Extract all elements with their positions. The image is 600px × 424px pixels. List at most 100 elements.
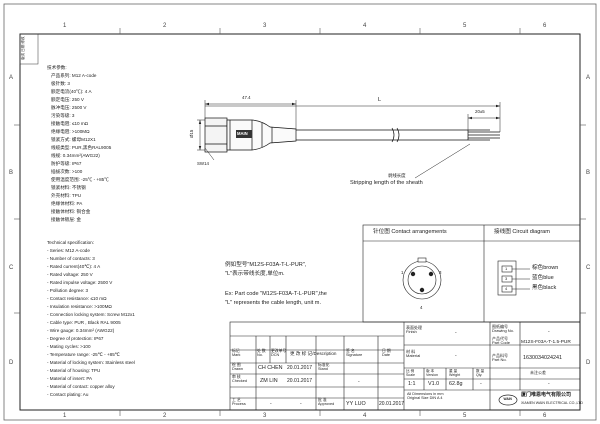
specs-en-line: - Number of contacts: 3 <box>47 256 95 261</box>
material-value: - <box>455 353 457 359</box>
company-name-en: XIAMEN WAIN ELECTRICAL CO.,LTD <box>521 401 583 405</box>
material-label: 材 料 Material <box>406 349 421 358</box>
specs-en-line: - Material of insert: PA <box>47 376 93 381</box>
drawn-date: 20.01.2017 <box>287 365 313 371</box>
specs-en-line: - Material of contact: copper alloy <box>47 384 115 389</box>
circuit-lines <box>497 260 530 296</box>
bottom-ruler-5: 5 <box>463 413 467 419</box>
top-ruler-5: 5 <box>463 23 467 29</box>
specs-en-line: - Degree of protection: IP67 <box>47 336 104 341</box>
version-value: V1.0 <box>428 381 440 387</box>
approved-label: 批 准 Approved <box>318 398 335 406</box>
dim-sw14: SW14 <box>197 161 209 166</box>
specs-cn-line: 使用温度范围: -25℃ - +85℃ <box>51 177 109 182</box>
pin-label-3: 3 <box>439 270 442 275</box>
specs-cn-line: 脉冲电压: 2500 V <box>51 105 87 110</box>
qty-value: - <box>480 381 482 387</box>
specs-en-line: - Contact resistance: ≤10 mΩ <box>47 296 107 301</box>
specs-cn-line: 额定电流(40℃): 4 A <box>51 89 92 94</box>
circuit-pin-3: 3 <box>505 276 508 281</box>
qty-label: 数 量 Qty. <box>476 369 485 377</box>
right-ruler-b: B <box>586 170 591 176</box>
contact-pins <box>410 271 434 293</box>
approved-name: YY LUO <box>346 401 366 407</box>
specs-cn-line: 额定电压: 250 V <box>51 97 84 102</box>
process-label: 工 艺 Process <box>232 398 246 406</box>
version-label: 版 本 Version <box>426 369 438 377</box>
part-no-label: 产品料号 Part No. <box>492 353 508 362</box>
specs-cn-line: 绝缘体材料: PA <box>51 201 83 206</box>
specs-en-title: Technical specification: <box>47 240 94 245</box>
top-ruler-6: 6 <box>543 23 547 29</box>
company-name-cn: 厦门唯恩电气有限公司 <box>521 392 572 398</box>
brand-label: MAIN <box>237 130 248 136</box>
bottom-ruler-2: 2 <box>163 413 167 419</box>
part-no-value: 1630034024241 <box>523 355 562 361</box>
bottom-ruler-3: 3 <box>263 413 267 419</box>
specs-en-line: - Mating cycles: >100 <box>47 344 91 349</box>
specs-cn-line: 外壳材料: TPU <box>51 193 82 198</box>
strip-length-en: Stripping length of the sheath <box>350 180 423 186</box>
contact-face <box>402 257 442 300</box>
dim-47-4: 47.4 <box>242 95 251 100</box>
part-code-value: M12S-F03A-T-1.5-PUR <box>521 340 571 345</box>
dim-dia-15: Ø15 <box>189 129 194 138</box>
weight-value: 62.8g <box>449 381 463 387</box>
top-ruler-2: 2 <box>163 23 167 29</box>
rev-header-mark: 标记 Mark <box>232 349 241 357</box>
title-block-grid <box>229 321 581 411</box>
specs-en-line: - Series: M12 A-code <box>47 248 90 253</box>
specs-en-line: - Rated current(40℃): 4 A <box>47 264 101 269</box>
corner-stamp: 版次 日期 修改 <box>21 36 25 60</box>
specs-en-line: - Connection locking system: Screw M12x1 <box>47 312 135 317</box>
specs-en-line: - Contact plating: Au <box>47 392 89 397</box>
specs-en-line: - Wire gauge: 0.34mm² (AWG22) <box>47 328 115 333</box>
circuit-wire-brown: 棕色brown <box>532 265 559 271</box>
specs-en-line: - Cable type: PUR , Black RAL 9005 <box>47 320 121 325</box>
dimension-note: All Dimensions in mm Original Size DIN A… <box>407 392 444 400</box>
specs-en-line: - Pollution degree: 3 <box>47 288 89 293</box>
left-ruler-d: D <box>9 360 14 366</box>
specs-cn-line: 插拔次数: >100 <box>51 169 83 174</box>
bottom-ruler-6: 6 <box>543 413 547 419</box>
tolerance-label: 未注公差 <box>530 370 546 375</box>
checked-name: ZM LIN <box>260 378 278 384</box>
weight-label: 重 量 Weight <box>449 369 461 377</box>
drawing-no-value: - <box>548 329 550 335</box>
dimension-arrows <box>198 102 500 150</box>
specs-cn-line: 线缆类型: PUR,黑色RAL9005 <box>51 145 112 150</box>
specs-cn-line: 线规: 0.34mm²(AWG22) <box>51 153 100 158</box>
process-date: - <box>300 401 302 407</box>
specs-cn-line: 产品系列: M12 A-code <box>51 73 97 78</box>
process-name: - <box>270 401 272 407</box>
connector-drawing <box>204 117 500 153</box>
specs-en-line: - Temperature range: -25℃ - +85℃ <box>47 352 120 357</box>
contact-arrangements-header: 针位图 Contact arrangements <box>373 229 447 235</box>
example-cn-line2: "L"表示带线长度,单位m. <box>225 271 285 277</box>
drawn-label: 绘 图 Drawn <box>232 363 243 371</box>
checked-label: 审 核 Checked <box>232 375 247 383</box>
right-ruler-d: D <box>586 360 591 366</box>
stand-label: 标准化 Stand <box>318 363 330 371</box>
top-ruler-3: 3 <box>263 23 267 29</box>
example-cn-line1: 例如型号"M12S-F03A-T-L-PUR", <box>225 262 307 268</box>
tolerance-value: - <box>548 381 550 387</box>
specs-en-line: - Material of housing: TPU <box>47 368 101 373</box>
scale-value: 1:1 <box>408 381 416 387</box>
example-en-line2: "L" represents the cable length, unit m. <box>225 300 322 306</box>
bottom-ruler-4: 4 <box>363 413 367 419</box>
circuit-wire-blue: 蓝色blue <box>532 275 554 281</box>
corner-stamp-box <box>19 33 39 65</box>
specs-cn-line: 极针数: 3 <box>51 81 70 86</box>
dimension-lines <box>197 100 501 179</box>
dim-L: L <box>378 97 382 103</box>
drawn-name: CH CHEN <box>258 365 283 371</box>
circuit-pin-4: 4 <box>505 286 508 291</box>
rev-header-dcn: 更改单号 DCN <box>271 349 287 357</box>
pin-label-4: 4 <box>420 305 423 310</box>
specs-cn-line: 防护等级: IP67 <box>51 161 82 166</box>
part-code-label: 产品代号 Part Code <box>492 336 511 345</box>
pin-label-1: 1 <box>401 270 404 275</box>
right-ruler-a: A <box>586 75 591 81</box>
stand-value: - <box>358 379 360 385</box>
